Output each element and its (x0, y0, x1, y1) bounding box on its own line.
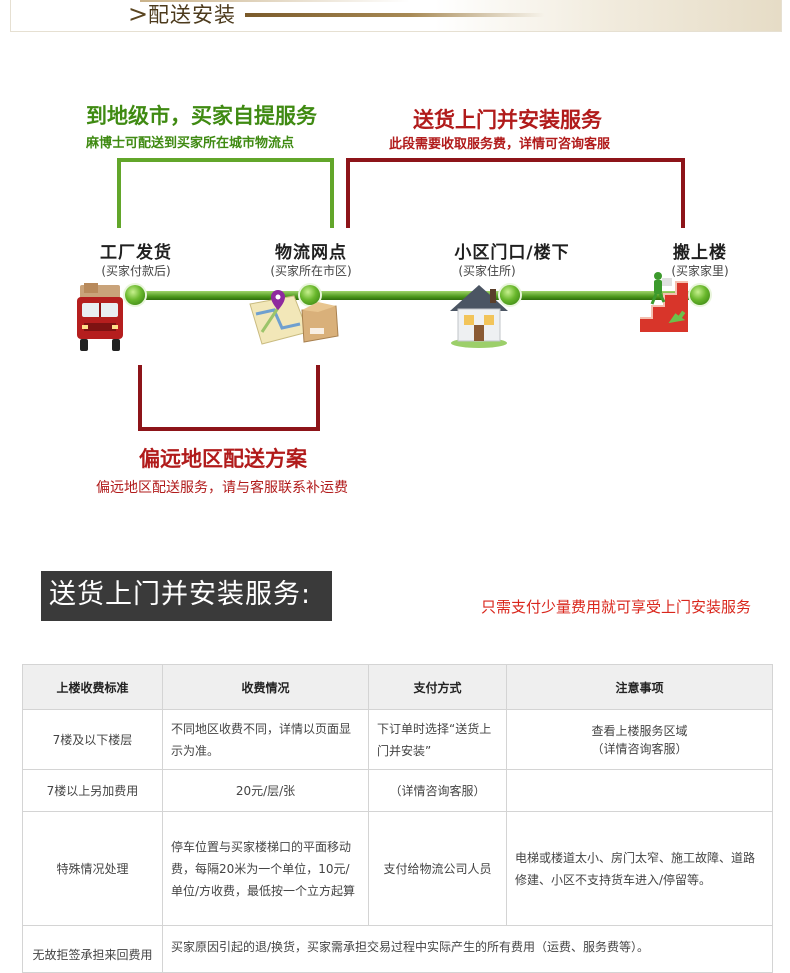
section-title: 配送安装 (148, 3, 236, 27)
banner-decor-line (140, 0, 410, 2)
table-cell: 下订单时选择“送货上门并安装” (368, 709, 507, 770)
banner-decor-line (245, 13, 545, 17)
self-pickup-bracket (117, 158, 334, 228)
track-node (300, 285, 320, 305)
table-cell: 不同地区收费不同，详情以页面显示为准。 (162, 709, 369, 770)
track-node (500, 285, 520, 305)
table-cell: 特殊情况处理 (22, 811, 163, 926)
delivery-track (135, 291, 701, 300)
consult-service-text: （详情咨询客服） (591, 741, 688, 756)
home-delivery-subtitle: 此段需要收取服务费，详情可咨询客服 (389, 137, 611, 152)
table-cell: 无故拒签承担来回费用 (22, 925, 163, 973)
stage-upstairs-sub: (买家家里) (671, 264, 729, 278)
stage-factory-name: 工厂发货 (100, 243, 172, 263)
column-header: 注意事项 (506, 664, 773, 710)
table-cell: 查看上楼服务区域 （详情咨询客服） (506, 709, 773, 770)
self-pickup-subtitle: 麻博士可配送到买家所在城市物流点 (86, 136, 295, 151)
service-area-link[interactable]: 查看上楼服务区域 (591, 723, 688, 738)
table-cell: 20元/层/张 (162, 769, 369, 812)
stairs-carry-icon (640, 272, 688, 332)
stage-community-sub: (买家住所) (458, 264, 516, 278)
stage-community-name: 小区门口/楼下 (454, 243, 570, 263)
remote-delivery-title: 偏远地区配送方案 (139, 447, 307, 471)
track-node (125, 285, 145, 305)
table-cell: 买家原因引起的退/换货，买家需承担交易过程中实际产生的所有费用（运费、服务费等）… (162, 925, 773, 973)
house-icon (450, 285, 508, 348)
stage-logistics-name: 物流网点 (275, 243, 347, 263)
stage-upstairs-name: 搬上楼 (673, 243, 727, 263)
home-delivery-title: 送货上门并安装服务 (413, 108, 602, 132)
track-node (690, 285, 710, 305)
remote-delivery-subtitle: 偏远地区配送服务，请与客服联系补运费 (96, 480, 348, 496)
stage-logistics-sub: (买家所在市区) (270, 264, 352, 278)
table-row: 无故拒签承担来回费用 买家原因引起的退/换货，买家需承担交易过程中实际产生的所有… (22, 925, 773, 973)
table-cell (506, 769, 773, 812)
table-row: 7楼以上另加费用 20元/层/张 （详情咨询客服） (22, 769, 773, 812)
column-header: 支付方式 (368, 664, 507, 710)
remote-delivery-bracket (138, 365, 320, 431)
table-cell: 7楼以上另加费用 (22, 769, 163, 812)
table-row: 7楼及以下楼层 不同地区收费不同，详情以页面显示为准。 下订单时选择“送货上门并… (22, 709, 773, 770)
service-title-box (41, 571, 332, 621)
stage-factory-sub: (买家付款后) (101, 264, 171, 278)
map-package-icon (249, 290, 339, 345)
table-cell: 支付给物流公司人员 (368, 811, 507, 926)
service-title: 送货上门并安装服务: (49, 579, 312, 610)
service-note: 只需支付少量费用就可享受上门安装服务 (481, 598, 752, 616)
table-cell: （详情咨询客服） (368, 769, 507, 812)
fee-table: 上楼收费标准 收费情况 支付方式 注意事项 7楼及以下楼层 不同地区收费不同，详… (22, 664, 773, 973)
table-cell: 电梯或楼道太小、房门太窄、施工故障、道路修建、小区不支持货车进入/停留等。 (506, 811, 773, 926)
column-header: 上楼收费标准 (22, 664, 163, 710)
self-pickup-title: 到地级市，买家自提服务 (86, 104, 317, 128)
home-delivery-bracket (346, 158, 685, 228)
table-row: 特殊情况处理 停车位置与买家楼梯口的平面移动费，每隔20米为一个单位，10元/单… (22, 811, 773, 926)
table-header-row: 上楼收费标准 收费情况 支付方式 注意事项 (22, 664, 773, 710)
column-header: 收费情况 (162, 664, 369, 710)
table-cell: 停车位置与买家楼梯口的平面移动费，每隔20米为一个单位，10元/单位/方收费，最… (162, 811, 369, 926)
chevron-right-icon: > (128, 0, 149, 28)
truck-icon (77, 283, 123, 351)
table-cell: 7楼及以下楼层 (22, 709, 163, 770)
